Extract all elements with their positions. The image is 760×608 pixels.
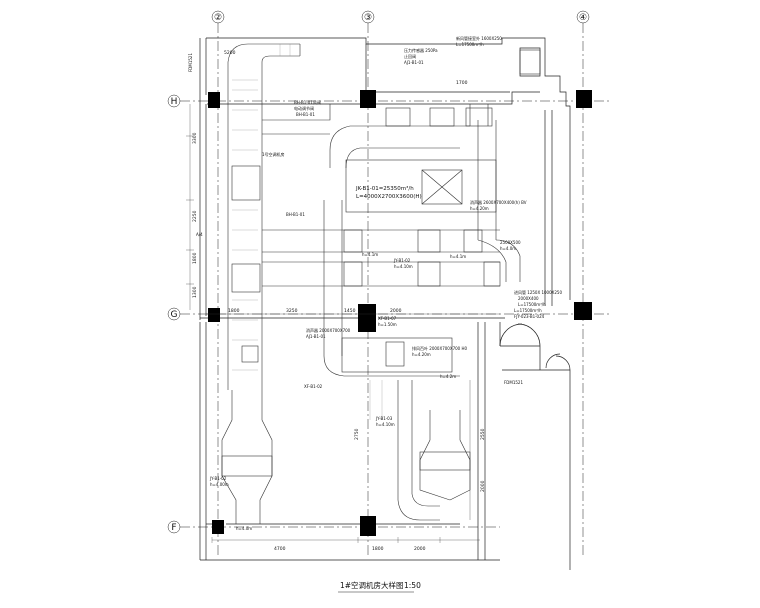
dim-3300: 3300 <box>192 132 198 144</box>
ann-left-label: 1号空调机房 <box>262 151 285 157</box>
ann-fan-level-5: h=4.00m <box>210 482 229 487</box>
axis-label-2: ② <box>214 13 222 23</box>
ann-top-label-3: 止回阀 <box>404 53 416 59</box>
dim-2550: 2550 <box>480 428 486 440</box>
ann-outlet-2: L=17500m³/h <box>518 302 546 307</box>
ann-louver: 排风百叶 2000X700X700 H0 <box>412 345 467 351</box>
ann-mid-note-3: 消声器 2000X700X700 <box>306 327 351 333</box>
ann-mid-note-4: AJ1-B1-01 <box>306 334 326 339</box>
column-H3 <box>360 90 376 108</box>
axis-label-F: F <box>171 523 176 533</box>
dim-1450: 1450 <box>344 308 356 314</box>
ann-left-label-2: A/4 <box>196 232 203 237</box>
ann-right-note: 进风管 1250X 1000X250 <box>514 289 562 295</box>
dim-1800b: 1800 <box>228 308 240 314</box>
room-label-top-left: FDM1521 <box>188 53 193 72</box>
ann-right-note-2: L=17500m³/h <box>514 308 542 313</box>
ann-elev-2: h=4.1m <box>450 254 466 259</box>
column-H2 <box>208 92 220 108</box>
column-G3 <box>358 304 376 332</box>
ann-left-note: 电动调节阀 <box>294 105 314 111</box>
ann-fan-label-2: XF-B1-07 <box>378 316 397 321</box>
ann-duct-1: 2500X500 <box>500 240 521 245</box>
ann-top-label-2: 压力传感器 250Pa <box>404 47 438 53</box>
ann-unit-code-2: BH-B1-01 <box>296 112 315 117</box>
duct-hatch <box>232 44 383 420</box>
ann-elev-1: h=4.1m <box>362 252 378 257</box>
columns <box>208 90 592 536</box>
axis-label-H: H <box>171 97 178 107</box>
ann-unit-code: BH-B1-01 <box>286 212 305 217</box>
dim-1800c: 1800 <box>372 546 384 552</box>
ductwork <box>221 43 541 524</box>
column-G4 <box>574 302 592 320</box>
dimension-lines <box>186 104 500 543</box>
column-G2 <box>208 308 220 322</box>
column-F2 <box>212 520 224 534</box>
ann-fan-level: h=4.10m <box>394 264 413 269</box>
drawing-title: 1#空调机房大样图 <box>340 580 404 590</box>
ann-fan-label-4: JY-B1-03 <box>375 416 393 421</box>
ann-elev-4: h=4.0m <box>236 526 252 531</box>
ann-elev-3: h=4.2m <box>440 374 456 379</box>
dim-1800: 1800 <box>192 252 198 264</box>
axis-label-4: ④ <box>579 13 587 23</box>
dim-1700: 1700 <box>456 80 468 86</box>
ann-top-note-2: L=17500m³/h <box>456 42 484 47</box>
dim-2000c: 2000 <box>414 546 426 552</box>
ann-fan-label-3: XF-B1-02 <box>304 384 323 389</box>
ann-duct-2: h=4.0m <box>500 246 516 251</box>
dim-2250: 2250 <box>192 210 198 222</box>
ann-top-label-4: AJ1-B1-01 <box>404 60 424 65</box>
axis-label-G: G <box>171 310 178 320</box>
drawing-scale: 1:50 <box>404 581 421 590</box>
dim-2750: 2750 <box>354 428 360 440</box>
ann-fan-label-5: JY-B1-02 <box>209 476 227 481</box>
ann-top-note: 新风管接室外 1600X250 <box>456 35 502 41</box>
ann-left-note-2: BH-B1-01风阀 <box>294 99 321 105</box>
ann-unit-label: JK-B1-01=25350m³/h <box>355 185 414 192</box>
walls <box>199 37 571 570</box>
ann-outlet-1: 2000X400 <box>518 296 539 301</box>
column-F3 <box>360 516 376 536</box>
column-H4 <box>576 90 592 108</box>
dim-4700: 4700 <box>274 546 286 552</box>
ann-fan-label: JY-B1-02 <box>393 258 411 263</box>
dim-2000: 2000 <box>390 308 402 314</box>
dim-5200: 5200 <box>224 50 236 56</box>
ann-unit-size: L=4000X2700X3600(H) <box>356 194 422 200</box>
ann-mid-note: 消声器 2600X700X400(h) BV <box>470 199 527 205</box>
ann-fan-level-4: h=4.10m <box>376 422 395 427</box>
axis-label-3: ③ <box>364 13 372 23</box>
ann-louver-2: h=4.20m <box>412 352 431 357</box>
dim-1300: 1300 <box>192 286 198 298</box>
dim-2000b: 2000 <box>480 480 486 492</box>
ann-fan-level-2: h=1.50m <box>378 322 397 327</box>
room-label-right: FDM1521 <box>504 380 523 385</box>
ann-right-note-3: FJY-023-B1-024 <box>514 314 545 319</box>
grid-axes <box>167 10 610 556</box>
dim-3250: 3250 <box>286 308 298 314</box>
ann-mid-note-2: h=4.20m <box>470 206 489 211</box>
